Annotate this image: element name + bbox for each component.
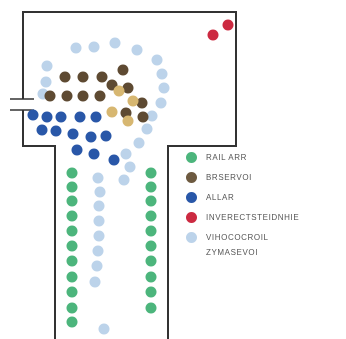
particle-green <box>66 286 78 298</box>
particle-gold <box>106 106 118 118</box>
particle-green <box>145 286 157 298</box>
legend: RAIL ARR BRSERVOI ALLAR INVERECTSTEIDNHI… <box>186 150 344 266</box>
particle-lightblue <box>93 230 105 242</box>
legend-label: RAIL ARR <box>206 153 247 162</box>
particle-lightblue <box>158 82 170 94</box>
particle-blue <box>67 128 79 140</box>
particle-green <box>145 167 157 179</box>
particle-lightblue <box>93 200 105 212</box>
particle-green <box>145 225 157 237</box>
particle-dark <box>44 90 56 102</box>
particle-blue <box>88 148 100 160</box>
particle-green <box>66 181 78 193</box>
legend-swatch-blue <box>186 192 197 203</box>
particle-green <box>66 225 78 237</box>
particle-blue <box>55 111 67 123</box>
particle-green <box>145 210 157 222</box>
particle-blue <box>41 111 53 123</box>
particle-blue <box>71 144 83 156</box>
particle-gold <box>122 115 134 127</box>
particle-lightblue <box>151 54 163 66</box>
particle-lightblue <box>88 41 100 53</box>
particle-blue <box>85 131 97 143</box>
particle-green <box>145 271 157 283</box>
legend-label: INVERECTSTEIDNHIE <box>206 213 300 222</box>
particle-dark <box>117 64 129 76</box>
particle-lightblue <box>91 260 103 272</box>
particle-dark <box>136 97 148 109</box>
particle-dark <box>96 71 108 83</box>
particle-lightblue <box>155 97 167 109</box>
legend-label: VIHOCOCROIL ZYMASEVOI <box>206 233 269 257</box>
particle-dark <box>137 111 149 123</box>
particle-blue <box>27 109 39 121</box>
particle-lightblue <box>156 68 168 80</box>
particle-green <box>145 302 157 314</box>
particle-dark <box>94 90 106 102</box>
particle-green <box>145 255 157 267</box>
legend-label: ALLAR <box>206 193 235 202</box>
particle-lightblue <box>92 172 104 184</box>
particle-lightblue <box>141 123 153 135</box>
legend-item-brservoi: BRSERVOI <box>186 170 344 188</box>
legend-swatch-red <box>186 212 197 223</box>
particle-red <box>222 19 234 31</box>
particle-green <box>145 181 157 193</box>
particle-green <box>66 271 78 283</box>
particle-lightblue <box>109 37 121 49</box>
particle-lightblue <box>131 44 143 56</box>
particle-lightblue <box>93 215 105 227</box>
legend-swatch-green <box>186 152 197 163</box>
particle-green <box>66 316 78 328</box>
particle-blue <box>50 125 62 137</box>
legend-item-inverect: INVERECTSTEIDNHIE <box>186 210 344 228</box>
particle-green <box>145 240 157 252</box>
particle-lightblue <box>133 137 145 149</box>
particle-lightblue <box>124 161 136 173</box>
particle-green <box>66 302 78 314</box>
particle-blue <box>36 124 48 136</box>
particle-lightblue <box>40 76 52 88</box>
legend-label: BRSERVOI <box>206 173 252 182</box>
particle-lightblue <box>120 148 132 160</box>
chamber-outline <box>22 11 237 339</box>
particle-lightblue <box>89 276 101 288</box>
particle-gold <box>113 85 125 97</box>
particle-blue <box>90 111 102 123</box>
particle-dark <box>122 82 134 94</box>
particle-lightblue <box>92 245 104 257</box>
particle-green <box>66 167 78 179</box>
particle-gold <box>127 95 139 107</box>
particle-lightblue <box>70 42 82 54</box>
legend-item-allar: ALLAR <box>186 190 344 208</box>
particle-lightblue <box>98 323 110 335</box>
particle-green <box>66 210 78 222</box>
particle-lightblue <box>41 60 53 72</box>
particle-dark <box>61 90 73 102</box>
particle-lightblue <box>118 174 130 186</box>
particle-blue <box>100 130 112 142</box>
particle-green <box>145 195 157 207</box>
particle-dark <box>77 90 89 102</box>
particle-lightblue <box>94 186 106 198</box>
particle-red <box>207 29 219 41</box>
particle-green <box>66 255 78 267</box>
particle-blue <box>108 154 120 166</box>
legend-swatch-dark <box>186 172 197 183</box>
particle-lightblue <box>146 110 158 122</box>
particle-dark <box>59 71 71 83</box>
particle-cloud <box>27 19 234 335</box>
particle-dark <box>77 71 89 83</box>
legend-item-rail-arr: RAIL ARR <box>186 150 344 168</box>
particle-blue <box>74 111 86 123</box>
particle-green <box>66 195 78 207</box>
legend-swatch-lightblue <box>186 232 197 243</box>
particle-green <box>66 240 78 252</box>
legend-item-vihococroil: VIHOCOCROIL ZYMASEVOI <box>186 230 344 264</box>
